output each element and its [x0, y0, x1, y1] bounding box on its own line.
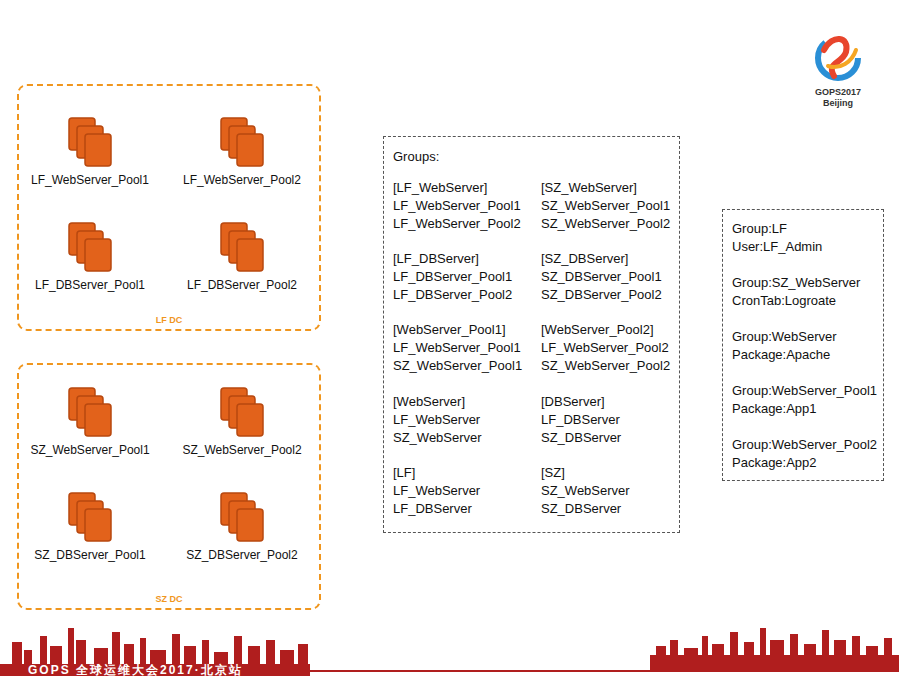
server-label: LF_DBServer_Pool1: [35, 278, 145, 292]
text-block: Group:LF User:LF_Admin: [732, 220, 822, 256]
text-block: Group:WebServer_Pool2 Package:App2: [732, 436, 877, 472]
server-label: SZ_WebServer_Pool2: [182, 443, 301, 457]
server-icon: [68, 492, 112, 542]
text-block: [LF_DBServer] LF_DBServer_Pool1 LF_DBSer…: [393, 250, 512, 304]
logo-text: GOPS2017: [815, 87, 861, 97]
server-pool: SZ_DBServer_Pool1: [25, 492, 155, 564]
text-panel: Groups: [LF_WebServer] LF_WebServer_Pool1…: [383, 136, 680, 533]
text-block: [WebServer_Pool1] LF_WebServer_Pool1 SZ_…: [393, 321, 522, 375]
logo-text: Beijing: [823, 98, 853, 108]
server-label: LF_DBServer_Pool2: [187, 278, 297, 292]
server-pool: SZ_DBServer_Pool2: [177, 492, 307, 564]
datacenter-region: LF DC LF_WebServer_Pool1 LF_WebServer_Pool…: [17, 84, 321, 331]
region-label: SZ DC: [156, 594, 183, 604]
text-block: [WebServer_Pool2] LF_WebServer_Pool2 SZ_…: [541, 321, 670, 375]
server-icon: [220, 222, 264, 272]
server-label: LF_WebServer_Pool1: [31, 173, 149, 187]
text-block: Group:WebServer_Pool1 Package:App1: [732, 382, 877, 418]
server-label: SZ_DBServer_Pool1: [34, 548, 145, 562]
server-label: SZ_DBServer_Pool2: [186, 548, 297, 562]
server-pool: LF_DBServer_Pool2: [177, 222, 307, 294]
text-block: [SZ] SZ_WebServer SZ_DBServer: [541, 464, 630, 518]
server-label: LF_WebServer_Pool2: [183, 173, 301, 187]
text-block: [LF] LF_WebServer LF_DBServer: [393, 464, 480, 518]
server-pool: LF_DBServer_Pool1: [25, 222, 155, 294]
text-block: [WebServer] LF_WebServer SZ_WebServer: [393, 393, 482, 447]
text-panel: Group:LF User:LF_AdminGroup:SZ_WebServer…: [722, 209, 884, 481]
region-label: LF DC: [156, 315, 183, 325]
server-pool: SZ_WebServer_Pool2: [177, 387, 307, 459]
server-label: SZ_WebServer_Pool1: [30, 443, 149, 457]
footer-text: GOPS 全球运维大会2017·北京站: [28, 662, 243, 676]
text-block: [SZ_WebServer] SZ_WebServer_Pool1 SZ_Web…: [541, 179, 670, 233]
datacenter-region: SZ DC SZ_WebServer_Pool1 SZ_WebServer_Pool…: [17, 363, 321, 610]
server-pool: LF_WebServer_Pool2: [177, 117, 307, 189]
text-block: Group:SZ_WebServer CronTab:Logroate: [732, 274, 860, 310]
server-icon: [220, 387, 264, 437]
server-icon: [220, 117, 264, 167]
server-pool: LF_WebServer_Pool1: [25, 117, 155, 189]
server-pool: SZ_WebServer_Pool1: [25, 387, 155, 459]
server-icon: [220, 492, 264, 542]
text-block: [SZ_DBServer] SZ_DBServer_Pool1 SZ_DBSer…: [541, 250, 662, 304]
text-block: [DBServer] LF_DBServer SZ_DBServer: [541, 393, 621, 447]
server-icon: [68, 117, 112, 167]
logo-mark: [818, 38, 858, 78]
text-block: Group:WebServer Package:Apache: [732, 328, 837, 364]
server-icon: [68, 387, 112, 437]
server-icon: [68, 222, 112, 272]
text-block: Groups:: [393, 148, 439, 166]
text-block: [LF_WebServer] LF_WebServer_Pool1 LF_Web…: [393, 179, 521, 233]
